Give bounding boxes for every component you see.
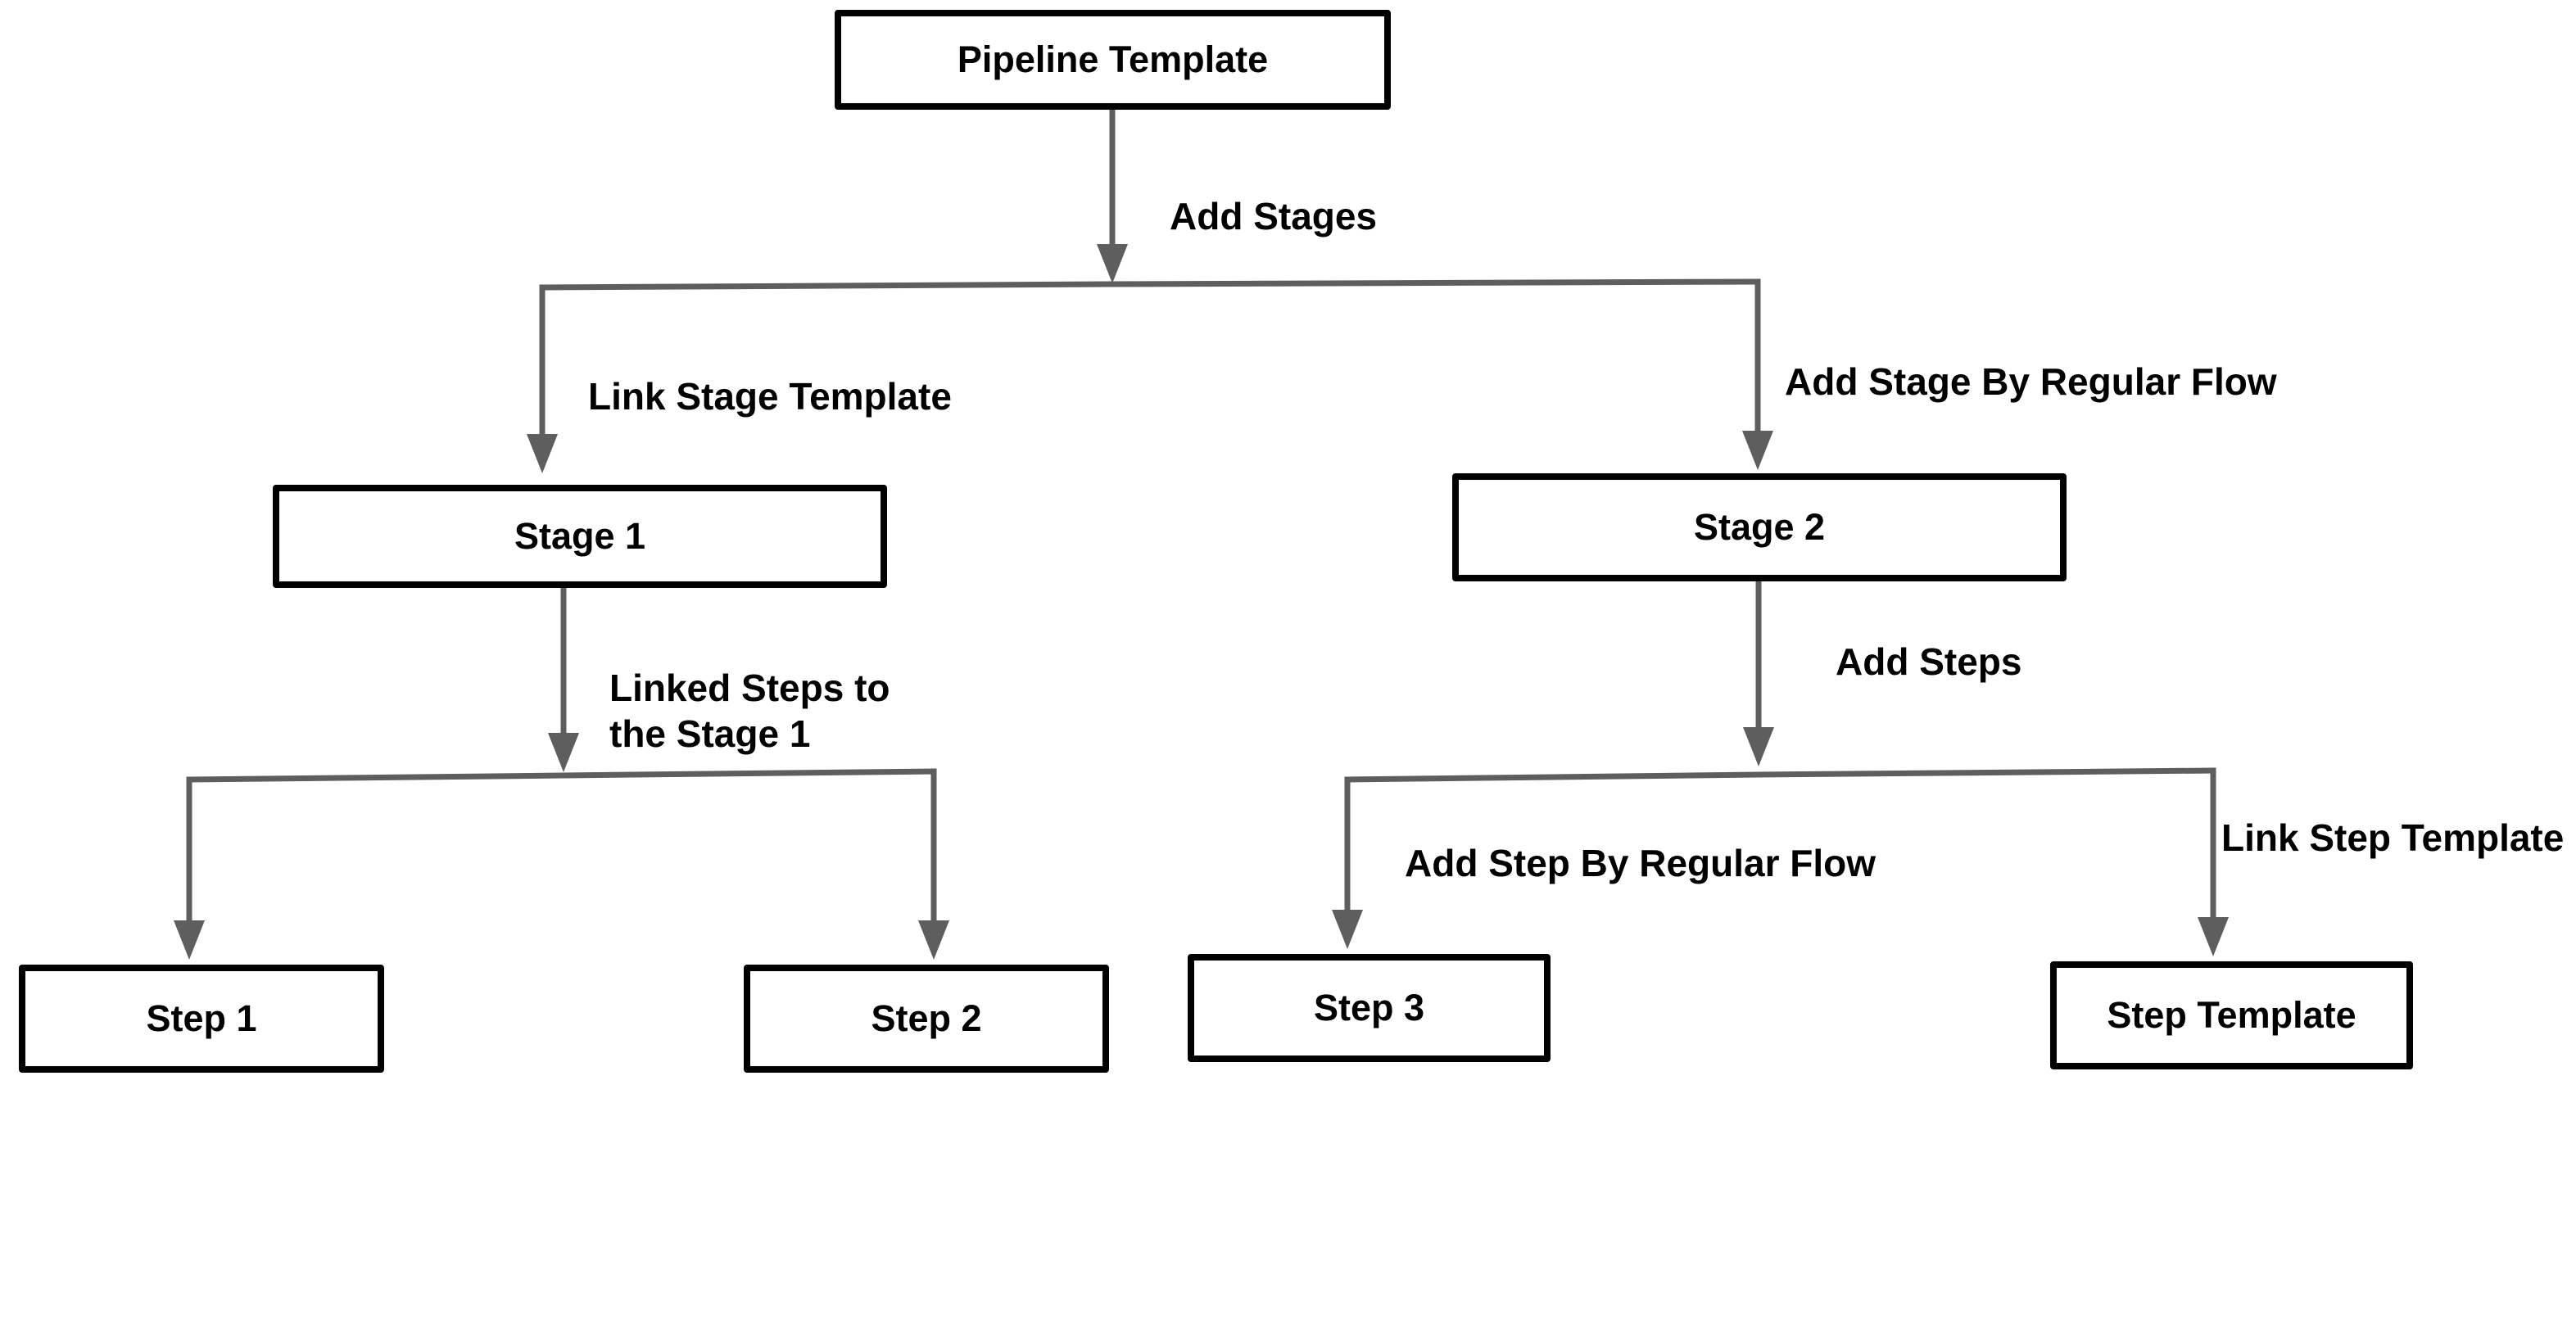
node-step-template-label: Step Template [2107, 994, 2356, 1036]
edge-label-linked-steps-to-stage-1: Linked Steps to the Stage 1 [609, 665, 890, 757]
arrowhead-linked-steps [548, 733, 579, 772]
node-pipeline-template-label: Pipeline Template [957, 38, 1269, 80]
arrowhead-step3 [1332, 910, 1363, 949]
edge-stage2-split-line [1344, 767, 2216, 783]
edge-label-add-stages: Add Stages [1170, 195, 1378, 237]
edge-label-add-steps: Add Steps [1836, 640, 2022, 683]
edge-label-add-step-by-regular-flow: Add Step By Regular Flow [1405, 842, 1877, 884]
edge-stage1-split-line [186, 768, 937, 783]
edge-stages-split-line [539, 278, 1761, 291]
arrowhead-step2 [918, 920, 949, 960]
arrowhead-add-steps [1743, 727, 1774, 766]
arrowhead-step1 [174, 920, 205, 960]
node-step-2-label: Step 2 [871, 997, 982, 1039]
node-step-3-label: Step 3 [1313, 987, 1425, 1028]
node-pipeline-template: Pipeline Template [835, 10, 1391, 110]
arrowhead-add-stage-by-regular-flow [1742, 431, 1773, 470]
arrowhead-link-stage-template [527, 434, 558, 473]
node-step-3: Step 3 [1188, 954, 1551, 1062]
edge-label-link-step-template: Link Step Template [2221, 816, 2565, 859]
arrowhead-add-stages [1097, 244, 1128, 283]
node-step-1: Step 1 [19, 965, 384, 1073]
node-stage-2-label: Stage 2 [1693, 506, 1826, 548]
arrowhead-step-template [2198, 917, 2229, 956]
node-step-template: Step Template [2050, 961, 2413, 1069]
node-stage-1-label: Stage 1 [514, 515, 646, 557]
node-step-1-label: Step 1 [146, 997, 257, 1039]
edge-label-linked-steps-line2: the Stage 1 [609, 712, 811, 755]
edge-label-linked-steps-line1: Linked Steps to [609, 667, 890, 709]
edge-label-add-stage-by-regular-flow: Add Stage By Regular Flow [1785, 360, 2277, 403]
node-stage-1: Stage 1 [273, 485, 887, 588]
node-stage-2: Stage 2 [1452, 473, 2067, 581]
edge-label-link-stage-template: Link Stage Template [588, 375, 952, 418]
node-step-2: Step 2 [744, 965, 1109, 1073]
